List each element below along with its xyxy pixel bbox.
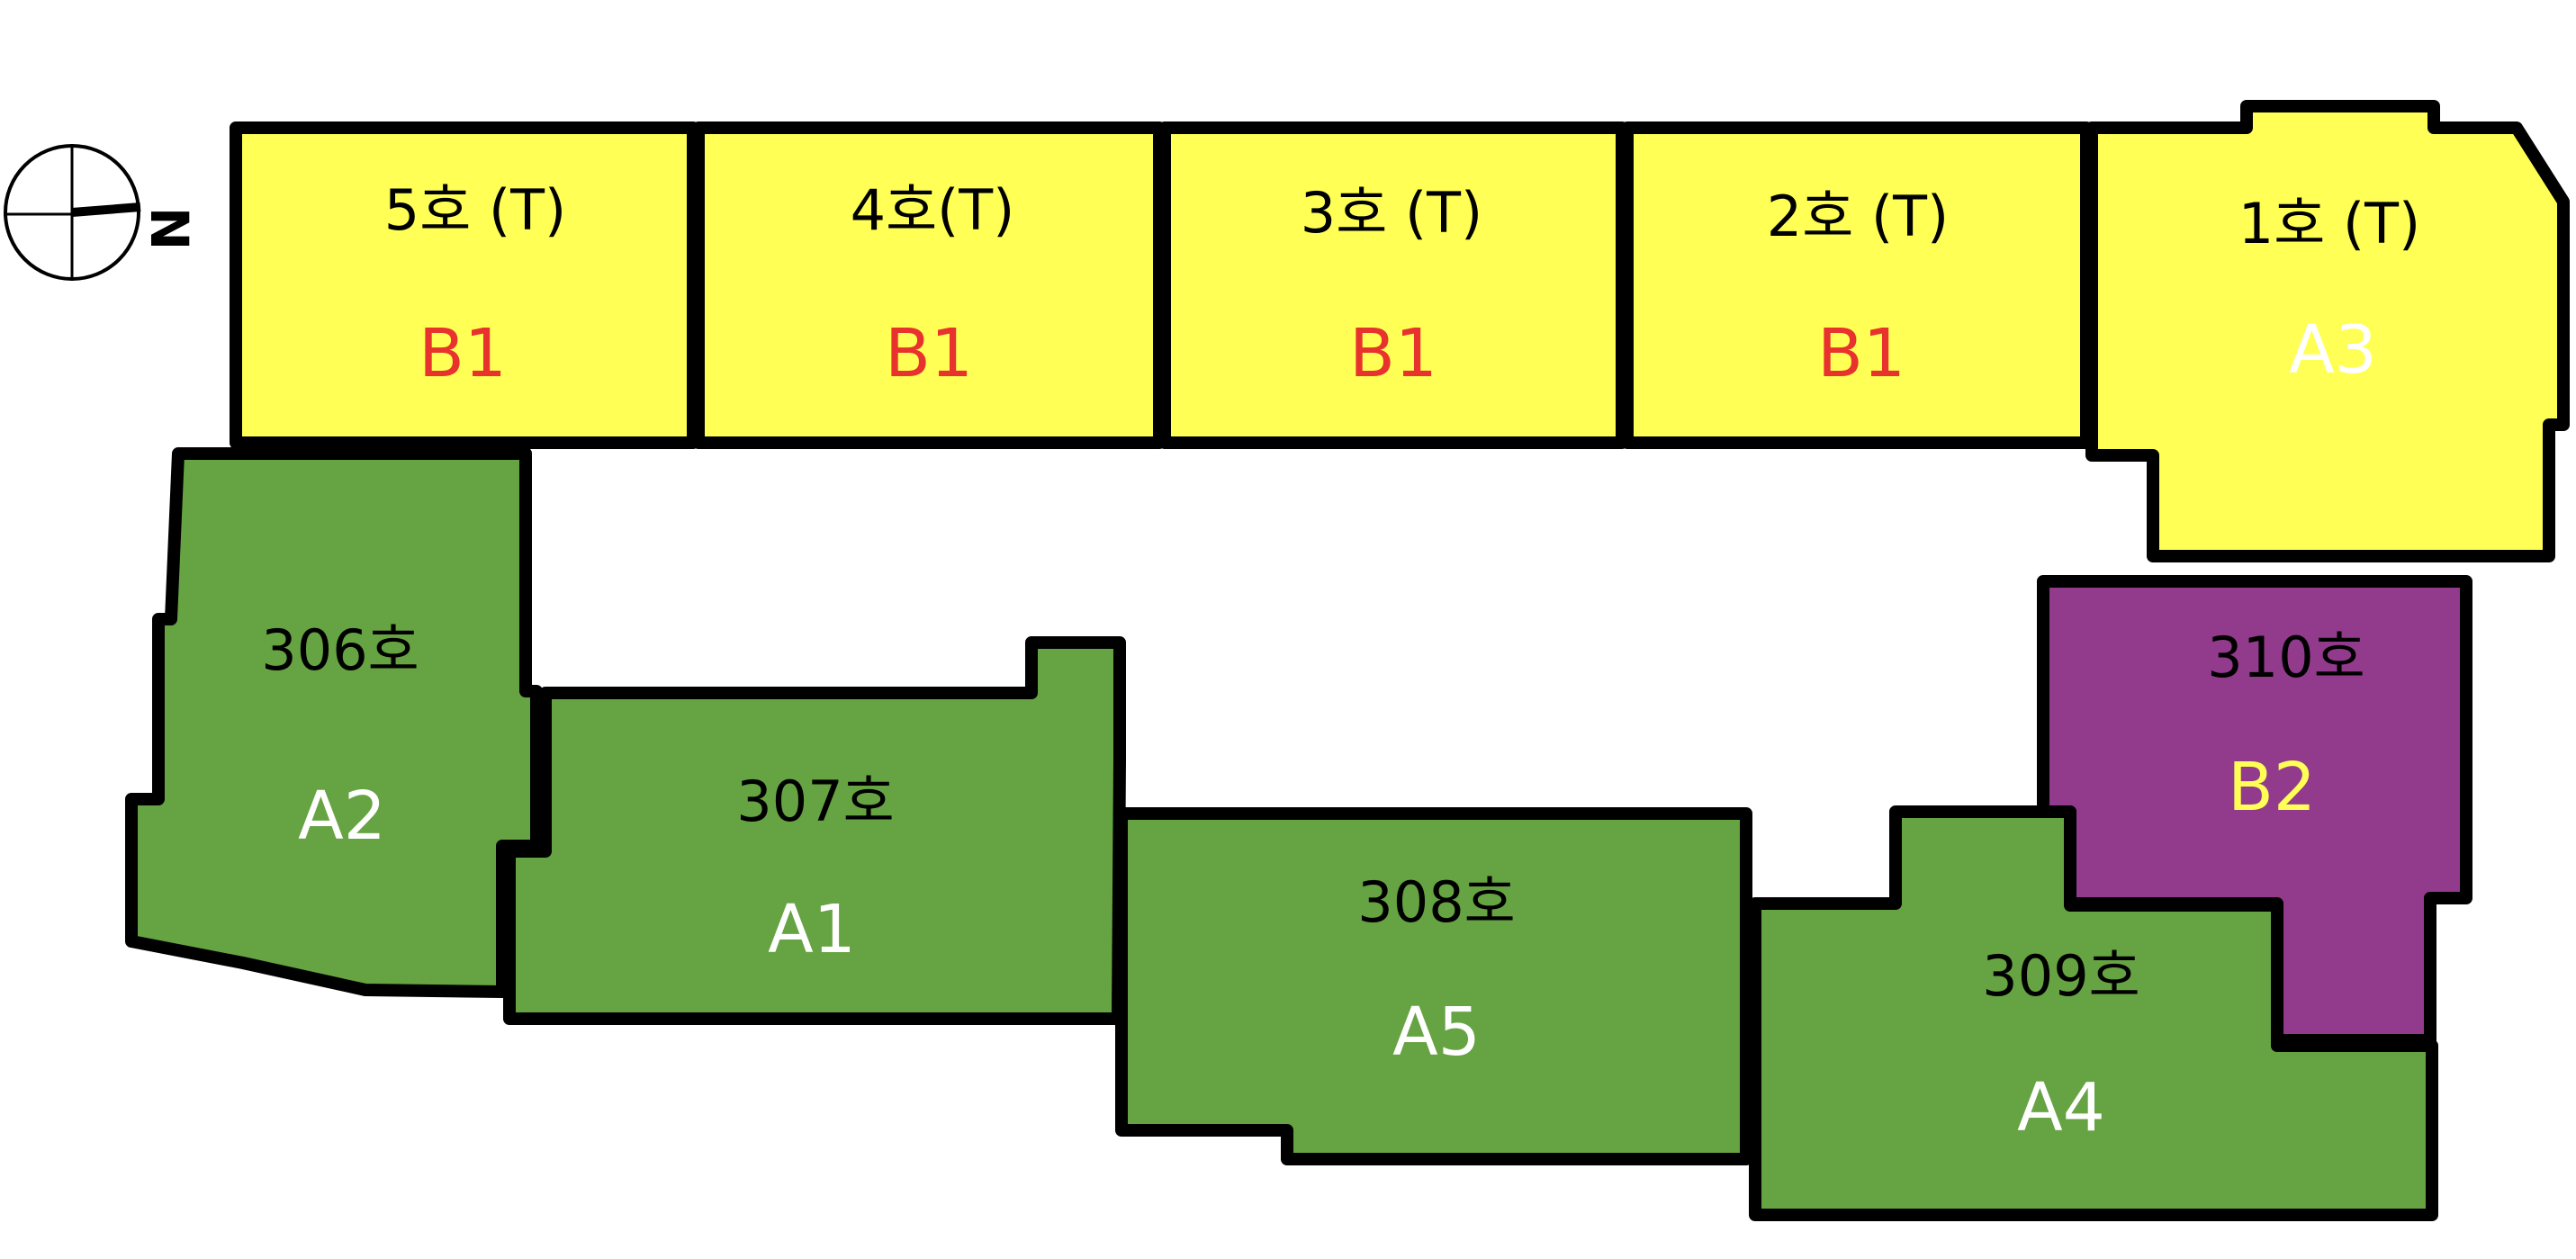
unit-4-name: 4호(T) <box>851 177 1015 243</box>
unit-3-shape <box>1158 121 1628 449</box>
unit-309-name: 309호 <box>1982 943 2139 1009</box>
unit-310[interactable]: 310호 B2 <box>2037 575 2472 1047</box>
unit-4-type: B1 <box>885 315 973 392</box>
unit-307-type: A1 <box>768 891 856 968</box>
unit-306-name: 306호 <box>261 617 419 683</box>
unit-5-type: B1 <box>419 315 507 392</box>
unit-309[interactable]: 309호 A4 <box>1749 805 2438 1221</box>
unit-307[interactable]: 307호 A1 <box>503 636 1126 1025</box>
unit-3-name: 3호 (T) <box>1301 180 1482 246</box>
unit-5-shape <box>230 121 699 449</box>
unit-306[interactable]: 306호 A2 <box>125 447 543 998</box>
unit-4[interactable]: 4호(T) B1 <box>692 121 1166 449</box>
unit-309-type: A4 <box>2017 1069 2105 1147</box>
unit-4-shape <box>692 121 1166 449</box>
unit-308[interactable]: 308호 A5 <box>1115 807 1752 1165</box>
unit-307-name: 307호 <box>736 769 894 834</box>
unit-308-name: 308호 <box>1357 869 1515 935</box>
compass-icon: N <box>4 144 200 281</box>
north-label: N <box>139 207 200 251</box>
unit-5-name: 5호 (T) <box>384 177 566 243</box>
unit-1-shape <box>2085 100 2570 562</box>
unit-1[interactable]: 1호 (T) A3 <box>2085 100 2570 562</box>
unit-2-shape <box>1621 121 2093 449</box>
unit-2-type: B1 <box>1817 315 1905 392</box>
unit-310-name: 310호 <box>2207 625 2364 690</box>
unit-306-type: A2 <box>298 778 386 855</box>
unit-2-name: 2호 (T) <box>1767 184 1949 249</box>
unit-3-type: B1 <box>1349 315 1437 392</box>
unit-309-shape <box>1749 805 2438 1221</box>
unit-306-shape <box>125 447 543 998</box>
unit-3[interactable]: 3호 (T) B1 <box>1158 121 1628 449</box>
unit-2[interactable]: 2호 (T) B1 <box>1621 121 2093 449</box>
unit-310-type: B2 <box>2228 749 2316 826</box>
unit-1-type: A3 <box>2289 311 2377 389</box>
unit-308-shape <box>1115 807 1752 1165</box>
unit-1-name: 1호 (T) <box>2238 191 2420 256</box>
unit-308-type: A5 <box>1392 994 1481 1071</box>
unit-5[interactable]: 5호 (T) B1 <box>230 121 699 449</box>
